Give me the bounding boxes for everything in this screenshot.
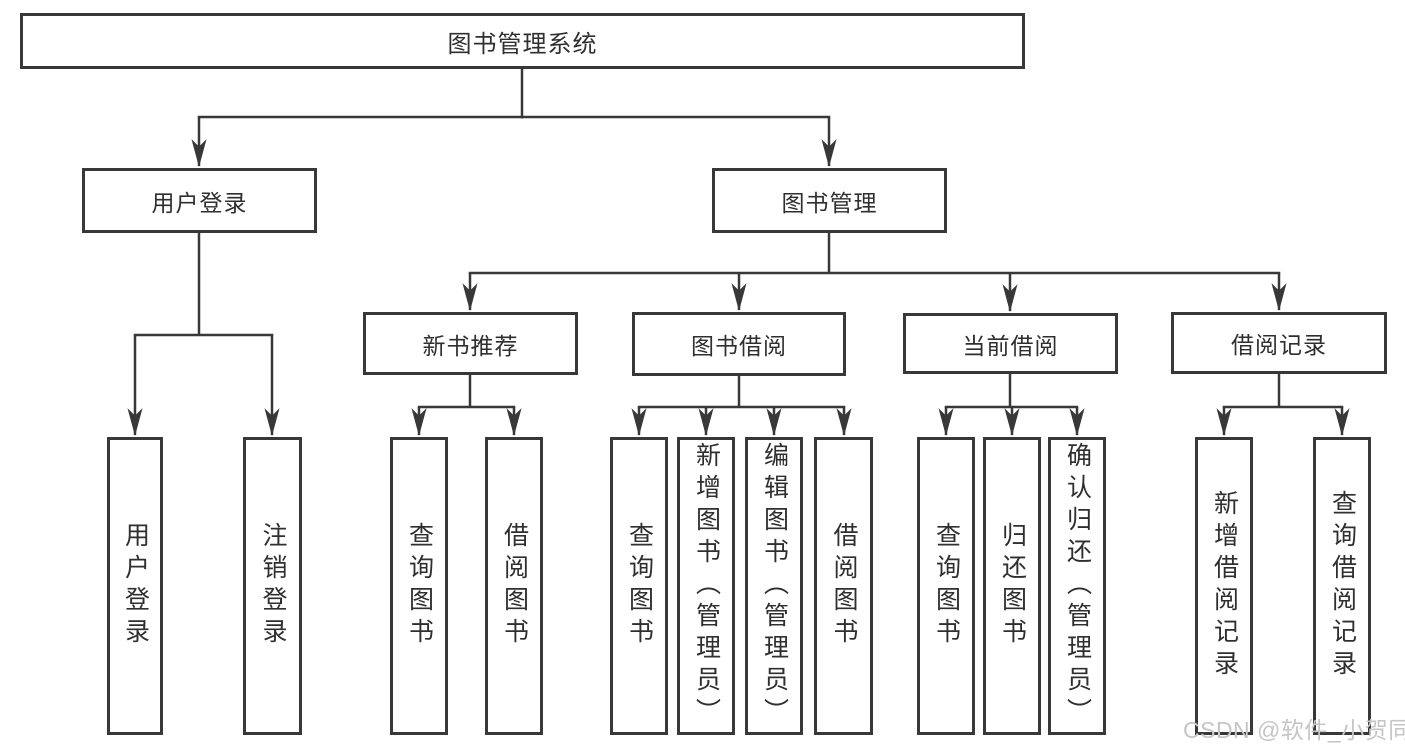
leaf-add-books-admin-label: 新增图书（管理员） (692, 442, 721, 730)
node-library-management-system: 图书管理系统 (20, 13, 1025, 69)
csdn-watermark: CSDN @软件_小贺同学 (1183, 717, 1405, 743)
leaf-query-borrow-record: 查询借阅记录 (1313, 437, 1371, 735)
leaf-add-borrow-record-label: 新增借阅记录 (1210, 490, 1239, 682)
leaf-borrow-books-label: 借阅图书 (830, 522, 858, 650)
node-new-book-recommend: 新书推荐 (363, 312, 578, 375)
node-book-management: 图书管理 (712, 168, 947, 233)
arrow-lines (127, 117, 1350, 437)
leaf-confirm-return-admin-label: 确认归还（管理员） (1063, 442, 1092, 730)
leaf-query-borrow-record-label: 查询借阅记录 (1328, 490, 1357, 682)
leaf-return-books: 归还图书 (983, 437, 1041, 735)
leaf-borrow-books-recommend: 借阅图书 (485, 437, 543, 735)
leaf-return-books-label: 归还图书 (998, 522, 1027, 650)
leaf-query-books-current-label: 查询图书 (932, 522, 961, 650)
node-borrowing-records: 借阅记录 (1171, 312, 1387, 374)
leaf-add-borrow-record: 新增借阅记录 (1195, 437, 1253, 735)
node-book-borrowing: 图书借阅 (632, 312, 846, 376)
leaf-query-books-current: 查询图书 (917, 437, 975, 735)
leaf-query-books-recommend: 查询图书 (390, 437, 448, 735)
leaf-logout-label: 注销登录 (259, 522, 287, 650)
leaf-query-books-borrowing-label: 查询图书 (625, 522, 654, 650)
leaf-confirm-return-admin: 确认归还（管理员） (1048, 437, 1106, 735)
leaf-query-books-borrowing: 查询图书 (610, 437, 668, 735)
leaf-user-login-label: 用户登录 (121, 522, 150, 650)
branch-lines (133, 69, 1344, 409)
leaf-edit-books-admin-label: 编辑图书（管理员） (760, 442, 789, 730)
node-current-borrowing: 当前借阅 (903, 313, 1118, 374)
node-user-login: 用户登录 (82, 168, 317, 233)
leaf-edit-books-admin: 编辑图书（管理员） (745, 437, 803, 735)
leaf-logout: 注销登录 (243, 437, 302, 735)
leaf-user-login: 用户登录 (107, 437, 163, 735)
leaf-query-books-recommend-label: 查询图书 (405, 522, 434, 650)
leaf-borrow-books: 借阅图书 (814, 437, 873, 735)
leaf-borrow-books-recommend-label: 借阅图书 (500, 522, 529, 650)
leaf-add-books-admin: 新增图书（管理员） (677, 437, 735, 735)
